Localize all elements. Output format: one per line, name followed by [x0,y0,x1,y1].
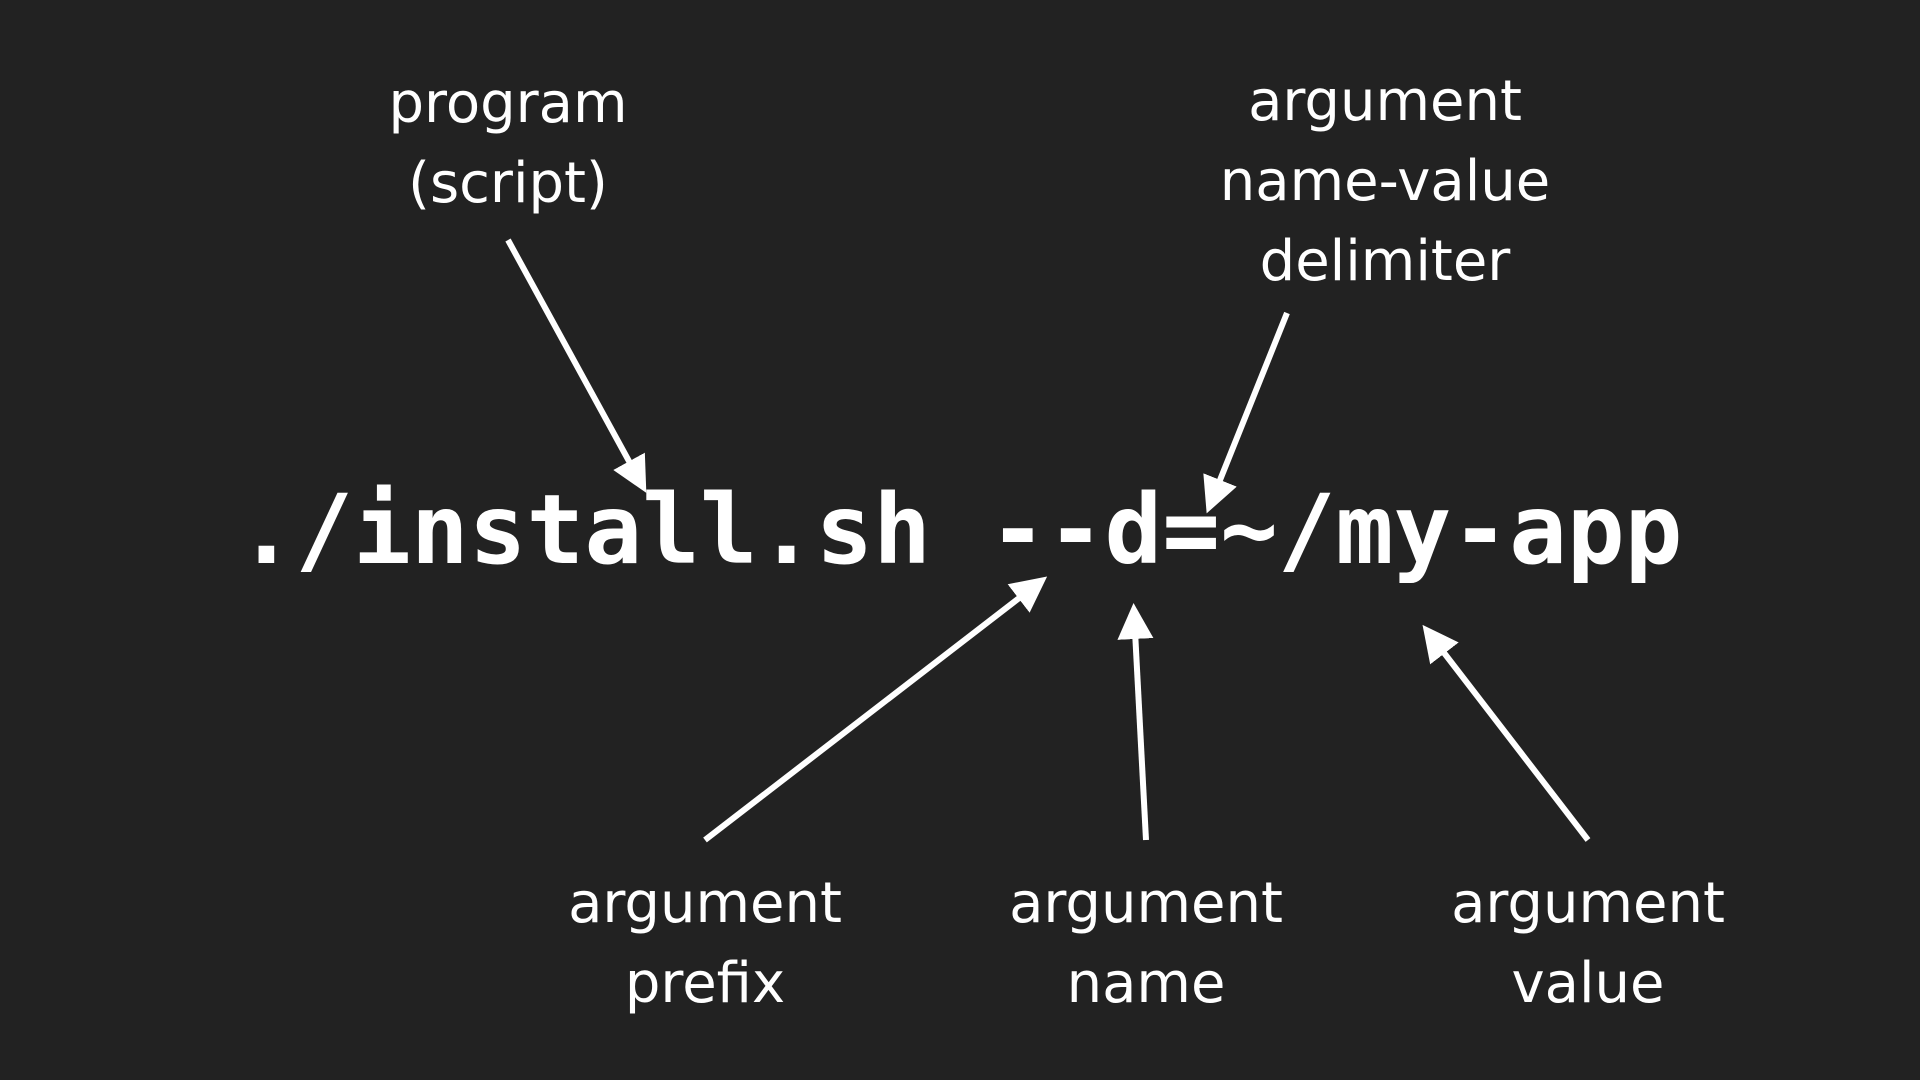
label-prefix: argument prefix [568,864,842,1024]
label-value-line-2: value [1511,951,1665,1016]
arrow-delimiter [1203,311,1290,514]
label-name: argument name [1009,864,1283,1024]
label-delimiter-line-2: name-value [1219,149,1551,214]
label-program: program (script) [388,64,627,224]
label-name-line-2: name [1066,951,1226,1016]
label-prefix-line-1: argument [568,871,842,936]
label-delimiter: argument name-value delimiter [1220,62,1550,302]
arrow-value [1422,624,1591,842]
label-delimiter-line-1: argument [1248,69,1522,134]
label-program-line-2: (script) [408,151,608,216]
arrow-prefix [703,576,1048,843]
label-value: argument value [1451,864,1725,1024]
arrow-name [1117,603,1154,841]
arrow-program [505,238,647,493]
label-value-line-1: argument [1451,871,1725,936]
command-line: ./install.sh --d=~/my-app [237,474,1683,586]
label-program-line-1: program [388,71,628,136]
label-delimiter-line-3: delimiter [1259,229,1511,294]
label-name-line-1: argument [1009,871,1283,936]
label-prefix-line-2: prefix [624,951,786,1016]
